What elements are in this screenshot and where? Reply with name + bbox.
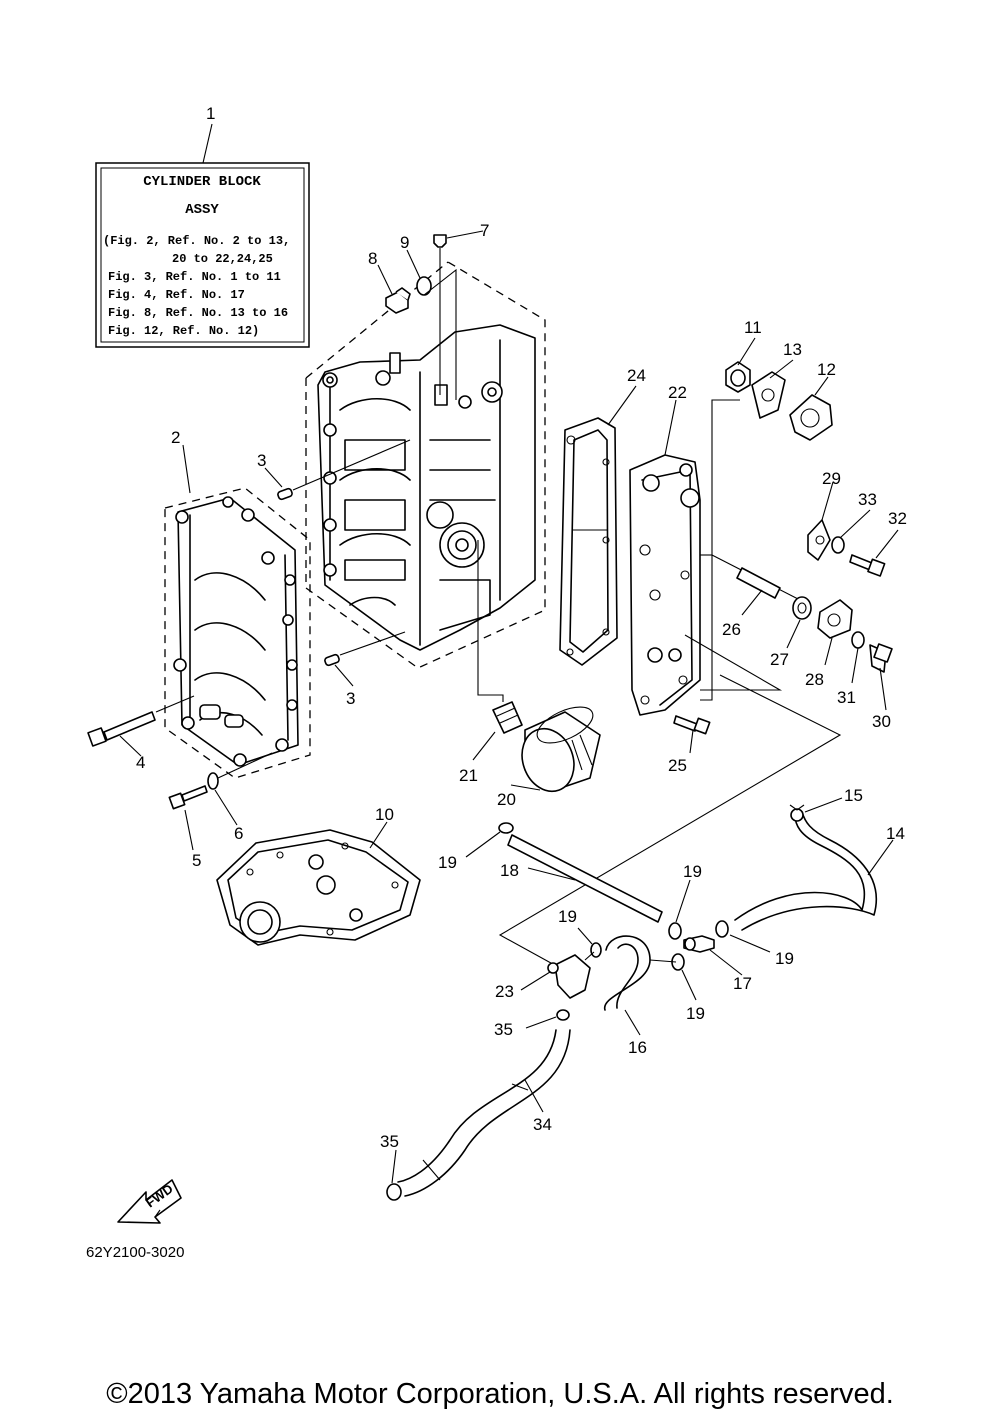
fitting-11 <box>725 361 751 393</box>
assembly-note-5: Fig. 8, Ref. No. 13 to 16 <box>108 306 288 320</box>
pipe-18 <box>507 834 663 923</box>
callout-8: 8 <box>368 249 377 268</box>
callout-4: 4 <box>136 753 145 772</box>
clamp-19-c <box>590 942 602 958</box>
callout-35-upper: 35 <box>494 1020 513 1039</box>
assembly-title-line1: CYLINDER BLOCK <box>143 174 261 190</box>
callout-5: 5 <box>192 851 201 870</box>
callout-19-c: 19 <box>558 907 577 926</box>
exhaust-cover-22 <box>629 454 701 716</box>
callout-16: 16 <box>628 1038 647 1057</box>
callout-20: 20 <box>497 790 516 809</box>
hose-34 <box>397 1029 571 1197</box>
assembly-title-line2: ASSY <box>185 202 219 218</box>
callout-22: 22 <box>668 383 687 402</box>
callout-26: 26 <box>722 620 741 639</box>
washer-31 <box>851 631 865 649</box>
fitting-17 <box>683 935 715 953</box>
cover-12 <box>789 394 833 441</box>
callout-18: 18 <box>500 861 519 880</box>
hose-16 <box>604 935 677 1011</box>
clamp-35-lower <box>386 1183 402 1201</box>
callout-19-d: 19 <box>775 949 794 968</box>
callout-11: 11 <box>744 318 762 337</box>
cylinder-block <box>305 261 546 669</box>
callout-13: 13 <box>783 340 802 359</box>
callout-2: 2 <box>171 428 180 447</box>
dowel-pin-lower <box>324 631 406 667</box>
callout-24: 24 <box>627 366 646 385</box>
callout-30: 30 <box>872 712 891 731</box>
callout-23: 23 <box>495 982 514 1001</box>
gasket-24 <box>559 417 618 666</box>
callout-1: 1 <box>206 104 215 123</box>
washer-6 <box>207 752 273 790</box>
union-21 <box>477 540 523 734</box>
callout-25: 25 <box>668 756 687 775</box>
callout-34: 34 <box>533 1115 552 1134</box>
callout-33: 33 <box>858 490 877 509</box>
crankcase <box>164 487 311 779</box>
callout-3-lower: 3 <box>346 689 355 708</box>
clamp-19-a <box>498 822 514 834</box>
bolt-30 <box>869 643 893 673</box>
bolt-32 <box>849 554 886 577</box>
callout-3-upper: 3 <box>257 451 266 470</box>
callout-32: 32 <box>888 509 907 528</box>
bolt-5 <box>168 785 208 810</box>
clamp-19-d <box>715 920 729 938</box>
callout-7: 7 <box>480 221 489 240</box>
callout-10: 10 <box>375 805 394 824</box>
copyright-notice: ©2013 Yamaha Motor Corporation, U.S.A. A… <box>106 1378 894 1410</box>
plug-8 <box>385 287 411 314</box>
callout-19-b: 19 <box>683 862 702 881</box>
forward-arrow-icon: FWD <box>117 1179 182 1224</box>
callout-17: 17 <box>733 974 752 993</box>
assembly-note-4: Fig. 4, Ref. No. 17 <box>108 288 245 302</box>
callout-9: 9 <box>400 233 409 252</box>
callout-31: 31 <box>837 688 856 707</box>
grommet-27 <box>792 596 812 620</box>
assembly-note-1: (Fig. 2, Ref. No. 2 to 13, <box>103 234 290 248</box>
assembly-note-6: Fig. 12, Ref. No. 12) <box>108 324 259 338</box>
gasket-10 <box>216 829 421 946</box>
callout-21: 21 <box>459 766 478 785</box>
joint-23 <box>547 951 595 999</box>
anode-26 <box>736 567 781 599</box>
plug-7 <box>433 234 447 395</box>
callout-27: 27 <box>770 650 789 669</box>
dowel-pin-upper <box>277 439 411 501</box>
hose-14 <box>734 811 878 931</box>
bracket-29 <box>807 519 831 561</box>
callout-6: 6 <box>234 824 243 843</box>
drawing-number: 62Y2100-3020 <box>86 1244 184 1261</box>
callout-14: 14 <box>886 824 905 843</box>
assembly-note-2: 20 to 22,24,25 <box>172 252 273 266</box>
callout-19-a: 19 <box>438 853 457 872</box>
bolt-25 <box>673 715 711 735</box>
bolt-4 <box>87 695 195 747</box>
assembly-label-box: 1 CYLINDER BLOCK ASSY (Fig. 2, Ref. No. … <box>95 104 310 348</box>
callout-15: 15 <box>844 786 863 805</box>
clamp-19-b <box>668 922 682 940</box>
gasket-13 <box>751 371 786 419</box>
callout-numbers: 2 3 3 4 5 6 7 8 9 10 11 12 13 14 15 16 1… <box>136 221 907 1151</box>
clip-15 <box>789 804 805 822</box>
callout-29: 29 <box>822 469 841 488</box>
assembly-note-3: Fig. 3, Ref. No. 1 to 11 <box>108 270 281 284</box>
clamp-35-upper <box>556 1009 570 1021</box>
callout-28: 28 <box>805 670 824 689</box>
callout-19-e: 19 <box>686 1004 705 1023</box>
callout-35-lower: 35 <box>380 1132 399 1151</box>
oil-filter-20 <box>521 706 601 793</box>
washer-9 <box>416 268 457 400</box>
callout-leaders <box>119 230 899 1184</box>
callout-12: 12 <box>817 360 836 379</box>
cover-28 <box>817 599 853 639</box>
washer-33 <box>831 536 845 554</box>
